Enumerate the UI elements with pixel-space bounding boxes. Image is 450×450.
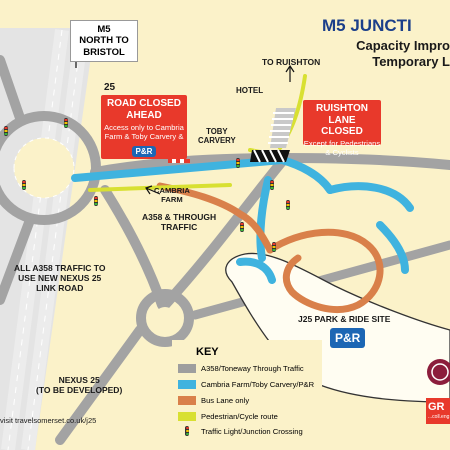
nexus-25-label: NEXUS 25 (TO BE DEVELOPED) <box>36 375 123 396</box>
park-ride-badge: P&R <box>330 328 366 348</box>
key-swatch-yellow <box>178 411 196 421</box>
nexus-roundabout <box>136 289 194 347</box>
key-title: KEY <box>196 346 219 358</box>
key-label-2: Bus Lane only <box>201 395 250 405</box>
key-label-0: A358/Toneway Through Traffic <box>201 363 304 373</box>
a358-through-traffic-label: A358 & THROUGH TRAFFIC <box>142 212 217 233</box>
gr-logo-block <box>426 398 450 424</box>
all-a358-traffic-label: ALL A358 TRAFFIC TO USE NEW NEXUS 25 LIN… <box>14 263 106 293</box>
ruishton-line1: RUISHTON LANE <box>315 103 369 126</box>
park-ride-site-label: J25 PARK & RIDE SITE <box>298 314 391 324</box>
toby-carvery-line1: TOBY <box>206 127 228 136</box>
traffic-lights <box>4 118 290 252</box>
gr-logo-subtext: ...coll.eng <box>428 414 450 420</box>
key-item-traffic-light: Traffic Light/Junction Crossing <box>178 425 303 437</box>
key-swatch-orange <box>178 395 196 405</box>
cambria-farm-label: CAMBRIA FARM <box>154 186 190 204</box>
junction-number-label: 25 <box>104 82 116 93</box>
hotel-access-crossing <box>250 108 296 163</box>
road-closed-line2: AHEAD <box>126 109 162 121</box>
key-item-cambria-farm: Cambria Farm/Toby Carvery/P&R <box>178 378 314 390</box>
key-swatch-grey <box>178 363 196 373</box>
key-label-4: Traffic Light/Junction Crossing <box>201 426 303 436</box>
road-closed-sub2: Farm & Toby Carvery & <box>104 132 184 142</box>
key-swatch-cyan <box>178 379 196 389</box>
key-item-bus-lane: Bus Lane only <box>178 394 249 406</box>
toby-carvery-label: TOBY CARVERY <box>198 127 236 146</box>
cambria-farm-access-route <box>71 156 414 284</box>
m5-sign-line3: BRISTOL <box>83 46 125 58</box>
to-ruishton-label: TO RUISHTON <box>262 57 321 67</box>
page-title: M5 JUNCTI <box>322 16 412 35</box>
all-traffic-line3: LINK ROAD <box>36 282 84 293</box>
ruishton-sub2: & Cyclists <box>325 147 359 157</box>
road-closed-sub1: Access only to Cambria <box>104 123 184 132</box>
nexus-line1: NEXUS 25 <box>58 375 100 385</box>
key-item-through-traffic: A358/Toneway Through Traffic <box>178 362 304 374</box>
toby-carvery-line2: CARVERY <box>198 135 236 145</box>
motorway-carriageways <box>1 29 89 450</box>
a358-line2: TRAFFIC <box>160 221 198 232</box>
road-closed-barrier <box>168 159 190 163</box>
roundabout-centre <box>14 138 74 198</box>
website-link[interactable]: visit travelsomerset.co.uk/j25 <box>0 416 97 425</box>
council-logo <box>427 359 450 385</box>
all-traffic-line1: ALL A358 TRAFFIC TO <box>14 263 106 273</box>
key-panel <box>172 340 322 438</box>
all-traffic-line2: USE NEW NEXUS 25 <box>18 272 102 283</box>
cambria-farm-line1: CAMBRIA <box>154 186 190 195</box>
subtitle-line2: Temporary L <box>372 54 450 70</box>
key-item-ped-cycle: Pedestrian/Cycle route <box>178 410 278 422</box>
m5-north-sign: M5 NORTH TO BRISTOL <box>70 20 138 63</box>
key-label-1: Cambria Farm/Toby Carvery/P&R <box>201 379 315 389</box>
subtitle-line1: Capacity Impro <box>356 38 450 53</box>
gr-logo-text: GR <box>428 401 445 413</box>
road-closed-pr-badge: P&R <box>131 146 157 158</box>
ruishton-lane-closed-notice: RUISHTON LANE CLOSED Except for Pedestri… <box>303 100 381 157</box>
traffic-light-icon <box>178 426 196 436</box>
page-subtitle: Capacity Impro Temporary L <box>320 38 450 71</box>
hotel-label: HOTEL <box>236 86 264 95</box>
key-label-3: Pedestrian/Cycle route <box>201 411 278 421</box>
road-closed-ahead-notice: ROAD CLOSED AHEAD Access only to Cambria… <box>101 95 187 159</box>
cambria-farm-line2: FARM <box>161 194 183 204</box>
m5-sign-line2: NORTH TO <box>79 35 129 47</box>
m5-sign-line1: M5 <box>97 24 111 35</box>
ruishton-sub1: Except for Pedestrians <box>303 138 381 148</box>
ruishton-line2: CLOSED <box>321 126 363 137</box>
road-closed-line1: ROAD CLOSED <box>107 98 181 109</box>
a358-line1: A358 & THROUGH <box>142 212 217 222</box>
nexus-line2: (TO BE DEVELOPED) <box>36 384 123 395</box>
